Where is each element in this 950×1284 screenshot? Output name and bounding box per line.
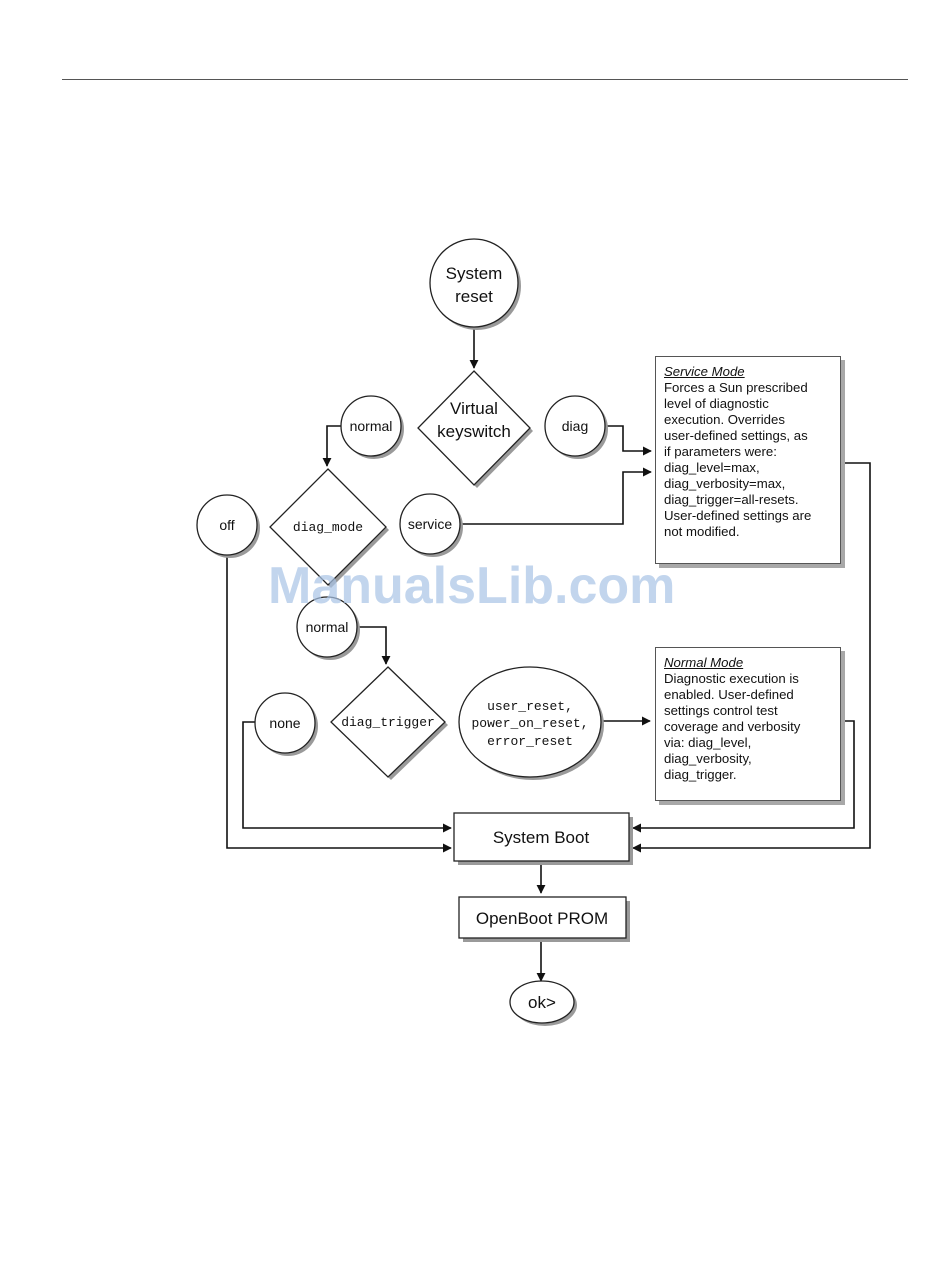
service-mode-note: Service Mode Forces a Sun prescribed lev… xyxy=(655,356,841,564)
system-boot-node: System Boot xyxy=(453,812,633,865)
normal-mode-line: diag_verbosity, xyxy=(664,751,752,766)
edge-diagmode-normal-to-trigger xyxy=(356,626,391,665)
service-mode-title: Service Mode xyxy=(664,364,745,379)
service-mode-line: User-defined settings are xyxy=(664,508,812,523)
mode-off-node: off xyxy=(196,494,260,558)
keyswitch-label-2: keyswitch xyxy=(437,422,511,441)
normal-mode-line: enabled. User-defined xyxy=(664,687,794,702)
trigger-none-label: none xyxy=(269,715,300,731)
service-mode-line: execution. Overrides xyxy=(664,412,785,427)
service-mode-line: Forces a Sun prescribed xyxy=(664,380,808,395)
keyswitch-label-1: Virtual xyxy=(450,399,498,418)
system-boot-label: System Boot xyxy=(493,828,590,847)
watermark: ManualsLib.com xyxy=(268,557,676,615)
diag-mode-label: diag_mode xyxy=(293,520,363,535)
service-mode-line: if parameters were: xyxy=(664,444,777,459)
edge-keyswitch-diag-to-service-note xyxy=(605,425,652,456)
openboot-prom-node: OpenBoot PROM xyxy=(458,896,630,942)
trigger-values-line-3: error_reset xyxy=(487,734,573,749)
service-mode-line: not modified. xyxy=(664,524,740,539)
edges xyxy=(226,326,871,982)
service-mode-line: diag_verbosity=max, xyxy=(664,476,786,491)
diag-trigger-label: diag_trigger xyxy=(341,715,435,730)
mode-off-label: off xyxy=(219,517,234,533)
normal-mode-line: coverage and verbosity xyxy=(664,719,801,734)
normal-mode-line: diag_trigger. xyxy=(664,767,737,782)
keyswitch-normal-label: normal xyxy=(350,418,393,434)
trigger-none-node: none xyxy=(254,692,318,756)
service-mode-line: user-defined settings, as xyxy=(664,428,808,443)
mode-service-node: service xyxy=(399,493,463,557)
header-rule xyxy=(62,79,908,80)
normal-mode-line: settings control test xyxy=(664,703,778,718)
diag-trigger-diamond: diag_trigger xyxy=(330,666,448,780)
keyswitch-diamond: Virtual keyswitch xyxy=(417,370,533,488)
trigger-values-line-2: power_on_reset, xyxy=(471,716,588,731)
mode-service-label: service xyxy=(408,516,453,532)
keyswitch-diag-node: diag xyxy=(544,395,608,459)
trigger-values-node: user_reset, power_on_reset, error_reset xyxy=(458,666,604,780)
mode-normal-node: normal xyxy=(296,596,360,660)
edge-none-to-boot xyxy=(242,721,452,833)
system-reset-label-1: System xyxy=(446,264,503,283)
edge-service-note-to-boot xyxy=(632,462,871,853)
keyswitch-diag-label: diag xyxy=(562,418,588,434)
system-reset-label-2: reset xyxy=(455,287,493,306)
normal-mode-title: Normal Mode xyxy=(664,655,744,670)
edge-normal-note-to-boot xyxy=(632,720,855,833)
openboot-prom-label: OpenBoot PROM xyxy=(476,909,608,928)
service-mode-line: level of diagnostic xyxy=(664,396,769,411)
edge-off-to-boot xyxy=(226,556,452,853)
edge-service-to-service-note xyxy=(461,467,652,525)
normal-mode-line: Diagnostic execution is xyxy=(664,671,799,686)
ok-prompt-label: ok> xyxy=(528,993,556,1012)
service-mode-line: diag_trigger=all-resets. xyxy=(664,492,799,507)
normal-mode-line: via: diag_level, xyxy=(664,735,752,750)
edge-keyswitch-normal-to-diagmode xyxy=(322,425,343,467)
service-mode-line: diag_level=max, xyxy=(664,460,760,475)
mode-normal-label: normal xyxy=(306,619,349,635)
ok-prompt-node: ok> xyxy=(509,980,577,1026)
trigger-values-line-1: user_reset, xyxy=(487,699,573,714)
diag-mode-diamond: diag_mode xyxy=(269,468,389,588)
system-reset-node: System reset xyxy=(429,238,521,330)
keyswitch-normal-node: normal xyxy=(340,395,404,459)
normal-mode-note: Normal Mode Diagnostic execution is enab… xyxy=(655,647,841,801)
